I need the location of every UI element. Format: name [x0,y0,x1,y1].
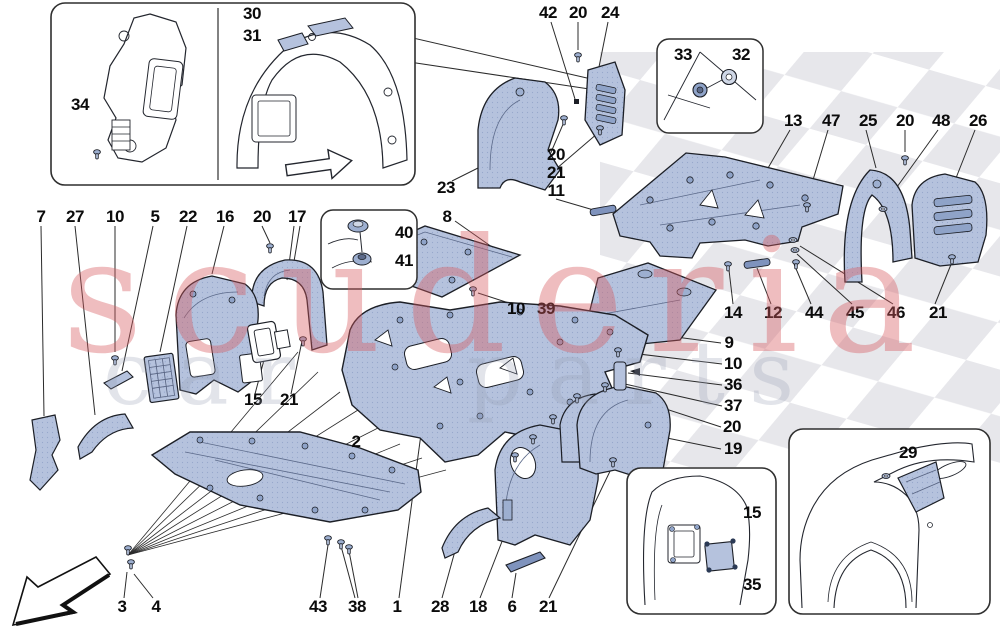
part-5-strip [103,370,134,390]
direction-arrow-icon [284,148,353,180]
part-17-wheelhouse-extension [251,259,328,351]
part-35-panel [704,541,735,572]
part-15-frame [246,320,291,364]
part-24-louvered-bracket [574,61,626,146]
part-30-pad [307,17,354,37]
part-2-front-undertray [150,431,422,523]
part-28-bracket [441,507,502,559]
inset-part-wheelhouse [236,17,408,180]
part-23-front-wheelhouse [477,77,561,191]
inset-box-grommets [656,38,764,134]
inset-box-fender [788,428,991,615]
part-19-rear-wheelhouse [576,385,671,479]
part-6-strip [505,551,546,573]
part-25-wheel-arch [843,169,913,283]
part-12-rod [743,258,771,269]
part-36-bracket [613,361,627,391]
part-29-vent-trim [897,461,945,513]
inset-part-34-assembly [93,13,187,163]
travel-direction-arrow-icon [11,555,112,627]
part-11-rod [589,204,617,217]
part-22-louvered-panel [143,352,180,404]
inset-box-top-left [50,2,416,186]
part-13-rear-undertray [612,152,844,259]
part-27-bracket [77,413,135,460]
part-7-bracket [29,414,61,491]
part-37-clip [630,368,640,376]
part-31-pad [277,32,309,52]
part-26-rear-wheelhouse [911,173,988,267]
inset-box-fastener-detail [320,209,418,290]
inset-box-bracket-detail [626,467,777,615]
